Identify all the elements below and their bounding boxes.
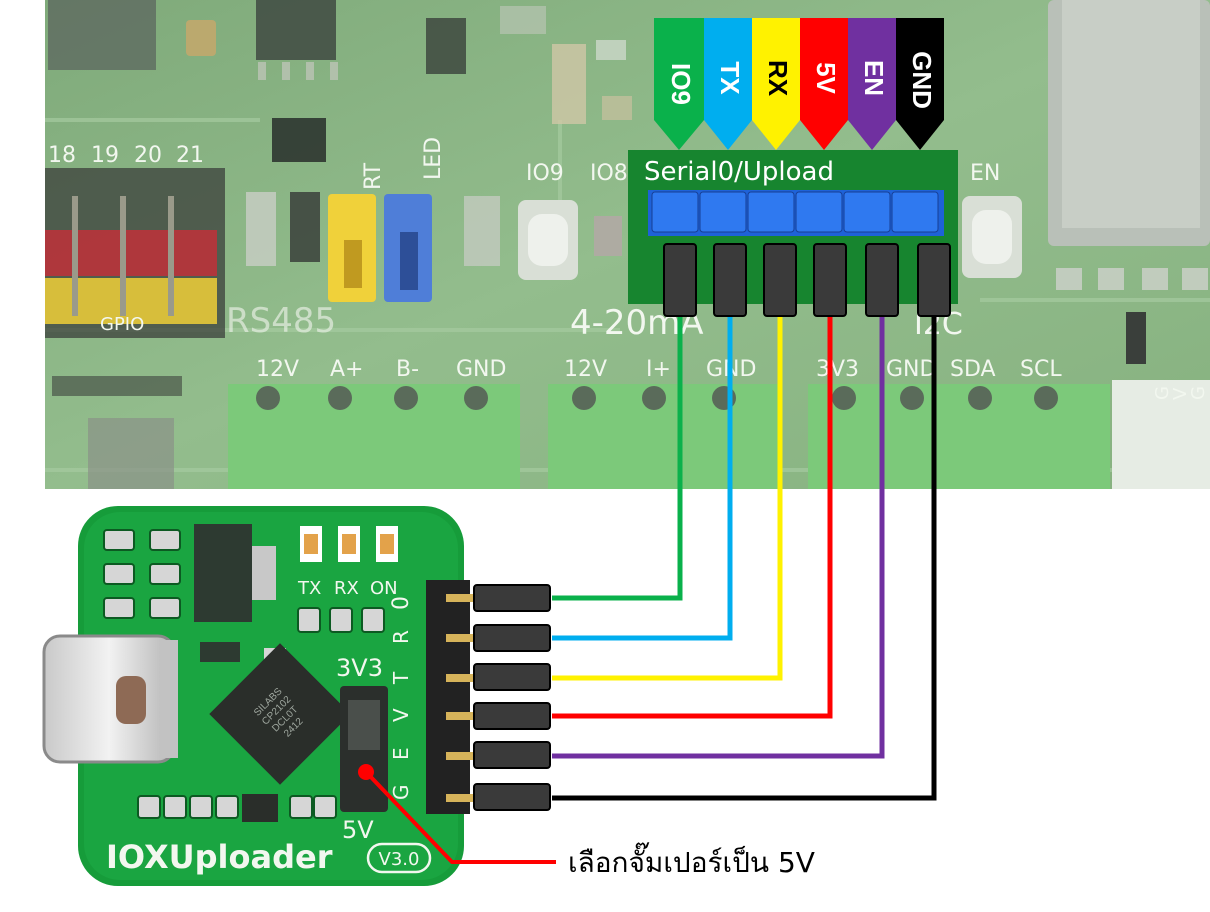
svg-text:SCL: SCL [1020,357,1062,382]
svg-text:G: G [1188,386,1209,400]
header-pins-blue [648,190,944,236]
svg-text:0: 0 [389,596,414,610]
pin-flag-gnd: GND [896,18,944,150]
svg-text:V: V [389,708,413,722]
svg-text:A+: A+ [330,357,363,382]
svg-text:GND: GND [456,357,506,382]
wire-5v [552,290,833,719]
svg-text:G: G [389,785,413,801]
svg-text:21: 21 [176,143,204,168]
pin-flag-rx: RX [752,18,800,150]
svg-text:RT: RT [361,162,386,190]
rs485-terminal [228,384,520,489]
pin-flag-5v: 5V [800,18,848,150]
wires [552,290,937,801]
uploader-board: TX RX ON SILABS CP2102 DCL0T 2412 3V3 5 [42,506,476,886]
io9-button [518,200,578,280]
svg-text:TX: TX [297,578,321,599]
svg-text:RX: RX [334,578,359,599]
uploader-pin-header [426,580,476,814]
svg-text:5V: 5V [811,62,841,94]
svg-text:20: 20 [134,143,162,168]
svg-text:V: V [1170,387,1191,400]
current-loop-terminal [548,384,780,489]
jumper-annotation: เลือกจั๊มเปอร์เป็น 5V [366,772,815,879]
en-button [962,196,1022,278]
gpio-labels: 18 19 20 21 GPIO [48,143,204,335]
svg-text:GND: GND [886,357,936,382]
gpio-header [45,168,225,338]
svg-text:B-: B- [396,357,419,382]
svg-text:EN: EN [859,60,889,96]
wire-gnd [552,290,937,801]
regulator [194,524,276,622]
voltage-jumper [340,686,388,812]
svg-text:IO8: IO8 [590,161,628,186]
led-jumper [384,194,432,302]
svg-text:IO9: IO9 [666,63,696,105]
pin-flag-en: EN [848,18,896,150]
annotation-text: เลือกจั๊มเปอร์เป็น 5V [568,842,815,879]
svg-text:EN: EN [970,161,1000,186]
header-letters: 0 R T V E G [389,596,414,800]
svg-text:12V: 12V [564,357,607,382]
wire-tx [552,290,733,641]
svg-text:19: 19 [91,143,119,168]
i2c-terminal [808,384,1110,489]
svg-text:T: T [389,671,413,685]
svg-text:G: G [1152,386,1173,400]
status-leds [300,526,398,562]
uploader-name: IOXUploader [106,838,333,876]
wire-io9 [552,290,683,601]
svg-text:ON: ON [370,578,398,599]
wire-en [552,290,885,759]
svg-text:I+: I+ [646,357,671,382]
svg-text:3V3: 3V3 [816,357,859,382]
uploader-version: V3.0 [379,849,420,870]
svg-text:E: E [389,747,413,760]
svg-text:SDA: SDA [950,357,996,382]
main-header-plugs [663,243,951,317]
svg-text:R: R [389,630,413,644]
rt-jumper [328,194,376,302]
serial-upload-label: Serial0/Upload [644,157,834,187]
uploader-header-plugs [473,584,551,811]
svg-text:RX: RX [763,60,793,97]
wire-rx [552,290,783,681]
svg-text:IO9: IO9 [526,161,564,186]
svg-text:GND: GND [907,51,937,109]
svg-text:12V: 12V [256,357,299,382]
serial-upload-header: Serial0/Upload [628,150,958,304]
svg-text:3V3: 3V3 [336,654,383,682]
svg-text:RS485: RS485 [226,301,336,341]
svg-text:GPIO: GPIO [100,314,144,335]
svg-text:LED: LED [421,137,446,180]
svg-text:5V: 5V [342,816,374,844]
main-board: 18 19 20 21 GPIO RT LED IO9 IO8 [45,0,1210,489]
pin-flag-io9: IO9 [654,18,704,150]
pin-flag-tx: TX [704,18,752,150]
svg-text:18: 18 [48,143,76,168]
usb-c-connector [42,634,178,764]
svg-text:TX: TX [715,61,745,95]
pin-flags: IO9 TX RX 5V EN GND [654,18,944,150]
